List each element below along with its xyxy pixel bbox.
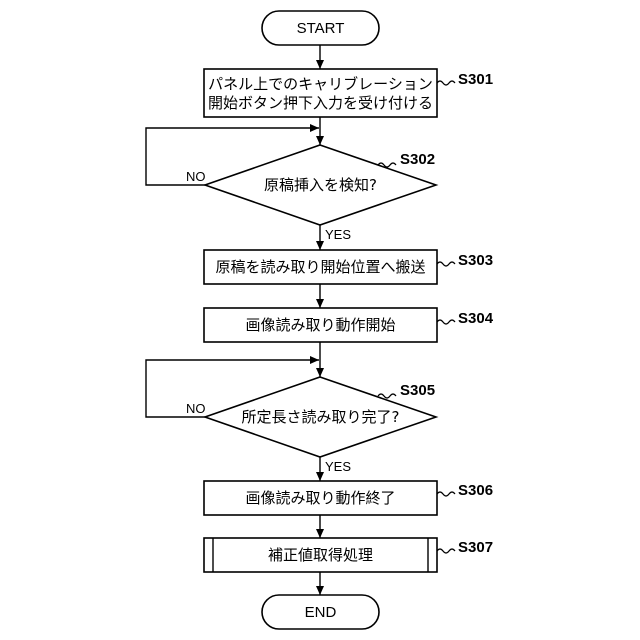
process-text-s306: 画像読み取り動作終了	[245, 489, 395, 507]
step-leader-s304	[437, 320, 455, 324]
decision-text-s302: 原稿挿入を検知?	[264, 176, 377, 194]
step-leader-s303	[437, 262, 455, 266]
end-label: END	[305, 604, 337, 621]
step-leader-s301	[437, 81, 455, 85]
step-label-s303: S303	[458, 252, 493, 269]
start-label: START	[297, 20, 345, 37]
step-label-s306: S306	[458, 482, 493, 499]
process-text-s304: 画像読み取り動作開始	[245, 316, 395, 334]
decision-text-s305: 所定長さ読み取り完了?	[242, 408, 400, 426]
step-label-s301: S301	[458, 71, 493, 88]
branch-no-s302: NO	[186, 169, 206, 184]
step-label-s302: S302	[400, 151, 435, 168]
process-text-s301-line1: パネル上でのキャリブレーション	[208, 75, 433, 93]
step-leader-s307	[437, 549, 455, 553]
step-label-s305: S305	[400, 382, 435, 399]
branch-yes-s302: YES	[325, 227, 351, 242]
process-text-s301-line2: 開始ボタン押下入力を受け付ける	[208, 94, 433, 112]
branch-yes-s305: YES	[325, 459, 351, 474]
step-leader-s306	[437, 492, 455, 496]
step-label-s304: S304	[458, 310, 494, 327]
process-text-s307: 補正値取得処理	[268, 546, 373, 564]
branch-no-s305: NO	[186, 401, 206, 416]
step-label-s307: S307	[458, 539, 493, 556]
process-text-s303: 原稿を読み取り開始位置へ搬送	[215, 258, 425, 276]
